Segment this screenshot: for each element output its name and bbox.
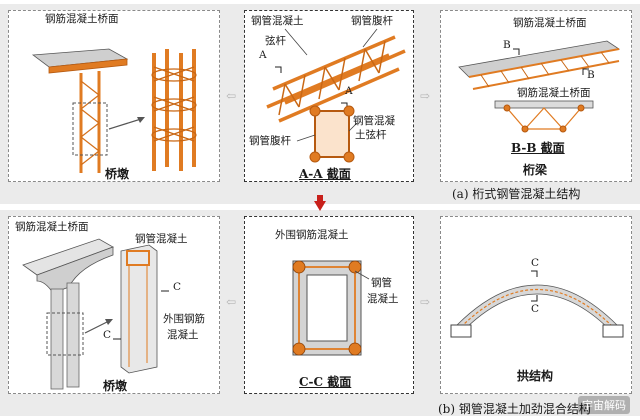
deck-label: 钢筋混凝土桥面 — [45, 13, 119, 25]
panel-pier-composite: 钢筋混凝土桥面 钢管混凝土 C C 外围钢筋 混凝土 桥墩 — [8, 216, 220, 394]
cfst-chord-label: 钢管混凝土 — [251, 15, 304, 27]
arch-caption: 拱结构 — [517, 369, 554, 383]
girder-webs — [480, 51, 610, 88]
section-chord-circles — [503, 104, 585, 133]
detail-pointer-head — [137, 117, 145, 123]
section-A-label-left: A — [259, 49, 267, 61]
truss-column — [79, 71, 101, 173]
section-C-label-2: C — [103, 329, 112, 341]
cfst-chord-label-4: 土弦杆 — [355, 129, 387, 141]
tube-label-1: 钢管 — [371, 277, 392, 289]
outer-rc-label: 外围钢筋混凝土 — [275, 229, 349, 241]
web-members — [278, 40, 386, 116]
column-tube-edges — [128, 265, 148, 367]
leader-lines — [284, 28, 378, 142]
group-a-caption: (a) 桁式钢管混凝土结构 — [452, 187, 581, 201]
detail-pointer-head — [105, 319, 113, 325]
chord-circles — [309, 105, 355, 163]
flow-arrow-right-icon: ⇨ — [420, 295, 431, 309]
truss-bracing — [80, 80, 100, 166]
section-B-caption: B-B 截面 — [511, 141, 565, 155]
pier-truss-drawing — [31, 48, 197, 173]
arch-drawing — [450, 270, 624, 338]
tube-label-2: 混凝土 — [367, 293, 399, 305]
cfst-label: 钢管混凝土 — [135, 233, 188, 245]
cap-beam — [48, 58, 128, 74]
pier-caption: 桥墩 — [105, 167, 130, 181]
group-b-caption: (b) 钢管混凝土加劲混合结构 — [438, 402, 591, 416]
section-A-label-right: A — [345, 85, 353, 97]
section-A-caption: A-A 截面 — [299, 167, 351, 181]
section-C-label-1: C — [531, 257, 540, 269]
outer-rc-label-1: 外围钢筋 — [163, 313, 205, 325]
section-C-label-1: C — [173, 281, 182, 293]
flow-arrow-left-icon: ⇦ — [226, 295, 237, 309]
abutment-left — [450, 324, 472, 338]
pier-composite-drawing — [22, 238, 169, 390]
column-tube — [126, 250, 150, 266]
flow-arrow-left-icon: ⇦ — [226, 89, 237, 103]
truss-girder-drawing — [458, 40, 621, 133]
truss-section-drawing — [266, 28, 406, 163]
watermark: 宇宙解码 — [578, 396, 630, 414]
tube-frame — [298, 266, 356, 350]
chord-members — [266, 35, 406, 123]
detail-box — [72, 102, 108, 156]
deck-plate — [458, 40, 621, 78]
girder-chords — [468, 48, 620, 90]
detail-pointer — [84, 320, 110, 334]
section-mark-A-top — [275, 66, 282, 73]
panel-truss-girder: 钢筋混凝土桥面 B B 钢筋混凝土桥面 B-B 截面 桁梁 — [440, 10, 632, 182]
section-mark-B-top — [513, 48, 520, 55]
panel-pier-truss: 钢筋混凝土桥面 桥墩 — [8, 10, 220, 182]
section-C-label-2: C — [531, 303, 540, 315]
panel-arch: C C 拱结构 — [440, 216, 632, 394]
composite-columns — [50, 282, 80, 390]
panel-composite-section: 外围钢筋混凝土 钢管 混凝土 C-C 截面 — [244, 216, 414, 394]
deck-label: 钢筋混凝土桥面 — [513, 17, 587, 29]
abutment-right — [602, 324, 624, 338]
section-C-caption: C-C 截面 — [299, 375, 352, 389]
outer-rc-label-2: 混凝土 — [167, 329, 199, 341]
section-mark-C-top — [531, 270, 538, 277]
cfst-chord-label-2: 弦杆 — [265, 35, 286, 47]
girder-caption: 桁梁 — [523, 163, 548, 177]
detail-box — [46, 312, 84, 356]
cfst-chord-label-3: 钢管混凝 — [353, 115, 395, 127]
detail-pointer — [108, 118, 142, 130]
down-arrow-icon — [314, 195, 326, 211]
section-B-label-2: B — [587, 69, 595, 81]
section-truss — [506, 107, 582, 130]
arch-tube — [460, 288, 614, 328]
flow-arrow-right-icon: ⇨ — [420, 89, 431, 103]
steel-web-label: 钢管腹杆 — [351, 15, 393, 27]
cross-section-frame — [314, 110, 350, 158]
composite-section-drawing — [292, 260, 370, 356]
leader-line — [354, 270, 370, 280]
section-mark-B-bottom — [582, 68, 589, 75]
column-zoom — [120, 244, 158, 374]
deck-label-2: 钢筋混凝土桥面 — [517, 87, 591, 99]
inner-void — [306, 274, 348, 342]
deck-label: 钢筋混凝土桥面 — [15, 221, 89, 233]
panel-truss-section: 钢管混凝土 弦杆 钢管腹杆 A A 钢管腹杆 钢管混凝 土弦杆 A-A 截面 — [244, 10, 414, 182]
steel-web-label-2: 钢管腹杆 — [249, 135, 291, 147]
pier-caption: 桥墩 — [103, 379, 128, 393]
column-cluster-bracing — [151, 66, 197, 142]
tube-circles — [292, 260, 362, 356]
section-mark-C-bottom — [531, 295, 538, 302]
section-B-label-1: B — [503, 39, 511, 51]
